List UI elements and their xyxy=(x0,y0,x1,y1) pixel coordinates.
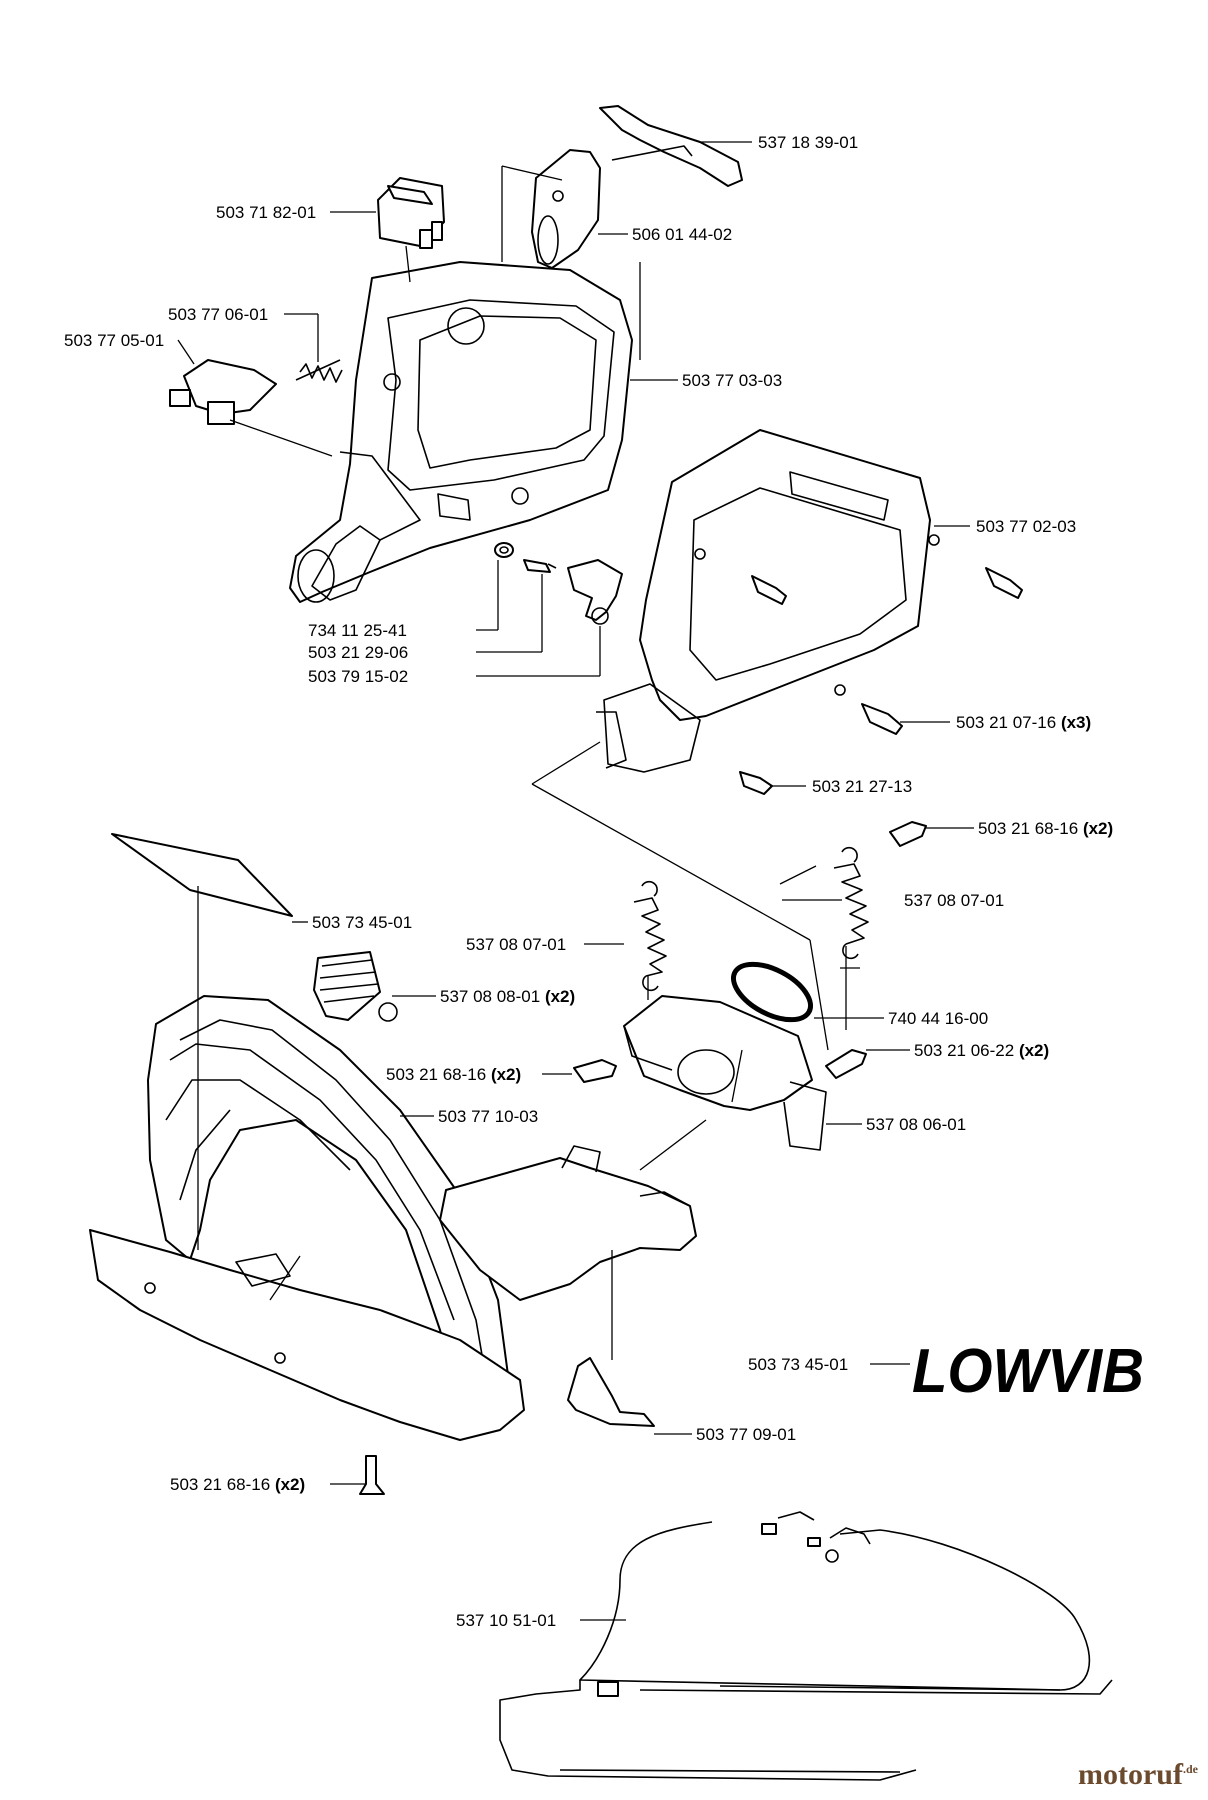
part-label: 503 77 10-03 xyxy=(438,1107,538,1126)
cover-screw-3 xyxy=(861,703,903,735)
part-label: 503 77 05-01 xyxy=(64,331,164,350)
part-label: 503 21 27-13 xyxy=(812,777,912,796)
handle-cover xyxy=(596,429,940,773)
stop-switch xyxy=(377,177,445,249)
watermark-text: motoruf xyxy=(1078,1758,1183,1791)
part-label: 537 08 07-01 xyxy=(904,891,1004,910)
handle-bottom-screw xyxy=(359,1455,385,1495)
rear-handle-housing xyxy=(289,261,633,603)
part-label: 503 21 68-16 (x2) xyxy=(170,1475,305,1494)
part-label: 503 21 07-16 (x3) xyxy=(956,713,1091,732)
part-label: 503 77 03-03 xyxy=(682,371,782,390)
part-labels: 537 18 39-01 503 71 82-01 506 01 44-02 5… xyxy=(64,133,1113,1630)
bracket-screw-left xyxy=(573,1059,617,1083)
av-spring-coil xyxy=(313,951,398,1022)
throttle-lockout-lever xyxy=(599,105,743,187)
part-label: 740 44 16-00 xyxy=(888,1009,988,1028)
lowvib-decal: LOWVIB xyxy=(912,1337,1144,1406)
washer xyxy=(494,542,514,558)
part-label: 503 77 06-01 xyxy=(168,305,268,324)
screw-small xyxy=(523,559,557,573)
handle-base xyxy=(89,1145,697,1441)
part-label: 537 18 39-01 xyxy=(758,133,858,152)
part-label: 506 01 44-02 xyxy=(632,225,732,244)
av-bracket xyxy=(623,995,827,1151)
part-label: 734 11 25-41 xyxy=(308,621,407,640)
decal-sheet xyxy=(111,833,293,917)
cover-screw-2 xyxy=(985,567,1023,599)
choke-lever xyxy=(567,559,623,625)
part-label: 503 21 68-16 (x2) xyxy=(978,819,1113,838)
front-handle xyxy=(147,995,511,1421)
watermark-suffix: .de xyxy=(1183,1762,1198,1776)
part-label: 503 73 45-01 xyxy=(312,913,412,932)
handle-screw-top xyxy=(889,821,927,847)
part-label: 503 71 82-01 xyxy=(216,203,316,222)
bracket-screw-right xyxy=(825,1049,867,1079)
leader-lines xyxy=(177,141,974,1621)
throttle-lock xyxy=(169,359,277,425)
ignition-cable xyxy=(499,1511,1113,1781)
part-label: 503 79 15-02 xyxy=(308,667,408,686)
cover-screw-4 xyxy=(739,771,773,795)
throttle-trigger xyxy=(531,149,601,269)
cover-screw-1 xyxy=(751,575,787,605)
part-label: 537 08 07-01 xyxy=(466,935,566,954)
part-label: 537 10 51-01 xyxy=(456,1611,556,1630)
part-label: 537 08 08-01 (x2) xyxy=(440,987,575,1006)
part-label: 503 77 02-03 xyxy=(976,517,1076,536)
part-label: 503 21 06-22 (x2) xyxy=(914,1041,1049,1060)
part-label: 503 77 09-01 xyxy=(696,1425,796,1444)
part-label: 503 21 29-06 xyxy=(308,643,408,662)
handle-clip xyxy=(567,1357,655,1427)
part-label: 537 08 06-01 xyxy=(866,1115,966,1134)
lowvib-decal-text: LOWVIB xyxy=(912,1337,1144,1406)
av-spring-right xyxy=(833,846,869,960)
part-label: 503 73 45-01 xyxy=(748,1355,848,1374)
o-ring xyxy=(731,961,813,1023)
watermark: motoruf.de xyxy=(1078,1758,1198,1792)
part-label: 503 21 68-16 (x2) xyxy=(386,1065,521,1084)
lever-spring xyxy=(295,359,343,383)
av-spring-left xyxy=(633,880,667,992)
